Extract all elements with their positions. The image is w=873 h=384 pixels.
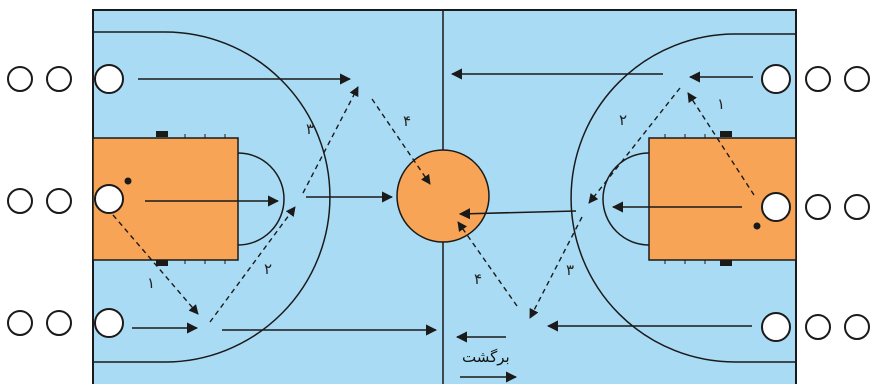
pass-number-left-4: ۴ [403,112,411,130]
pass-number-right-1: ١ [717,95,725,113]
player-right-top-2 [805,66,831,92]
player-right-mid-2 [805,194,831,220]
center-circle [396,149,490,243]
pass-number-left-3: ٣ [306,120,314,138]
free-throw-circle-left [237,152,285,246]
pass-arrow-right-1 [687,92,755,196]
return-label: برگشت [462,348,510,366]
run-arrow-right-wing [458,208,577,220]
pass-arrow-left-4 [371,98,431,185]
pass-number-left-2: ٢ [264,260,272,278]
player-left-top-2 [46,66,72,92]
player-right-top-1 [844,66,870,92]
player-left-mid-3 [94,184,124,214]
player-left-bot-2 [46,310,72,336]
basket-left [124,177,132,185]
player-left-top-1 [7,66,33,92]
pass-arrow-left-2 [209,206,296,323]
pass-number-right-3: ٣ [566,261,574,279]
pass-number-right-4: ۴ [474,270,482,288]
pass-arrow-right-4 [457,221,518,307]
free-throw-circle-right [602,152,650,246]
player-right-mid-1 [844,194,870,220]
pass-arrow-left-1 [112,214,199,315]
lane-ticks [184,134,706,264]
player-right-bot-2 [805,314,831,340]
player-left-bot-1 [7,310,33,336]
player-right-top-3 [761,64,791,94]
pass-arrow-right-2 [588,87,681,204]
lane-hash-marks [156,131,732,266]
player-left-bot-3 [94,308,124,338]
pass-arrow-right-3 [529,216,583,319]
player-left-mid-2 [46,188,72,214]
basket-right [753,222,761,230]
pass-arrow-left-3 [302,86,359,194]
three-point-line-right [570,33,796,363]
player-left-top-3 [94,64,124,94]
player-left-mid-1 [7,188,33,214]
player-right-mid-3 [761,192,791,222]
pass-number-right-2: ٢ [619,111,627,129]
player-right-bot-1 [844,314,870,340]
pass-number-left-1: ١ [147,274,155,292]
player-right-bot-3 [761,312,791,342]
